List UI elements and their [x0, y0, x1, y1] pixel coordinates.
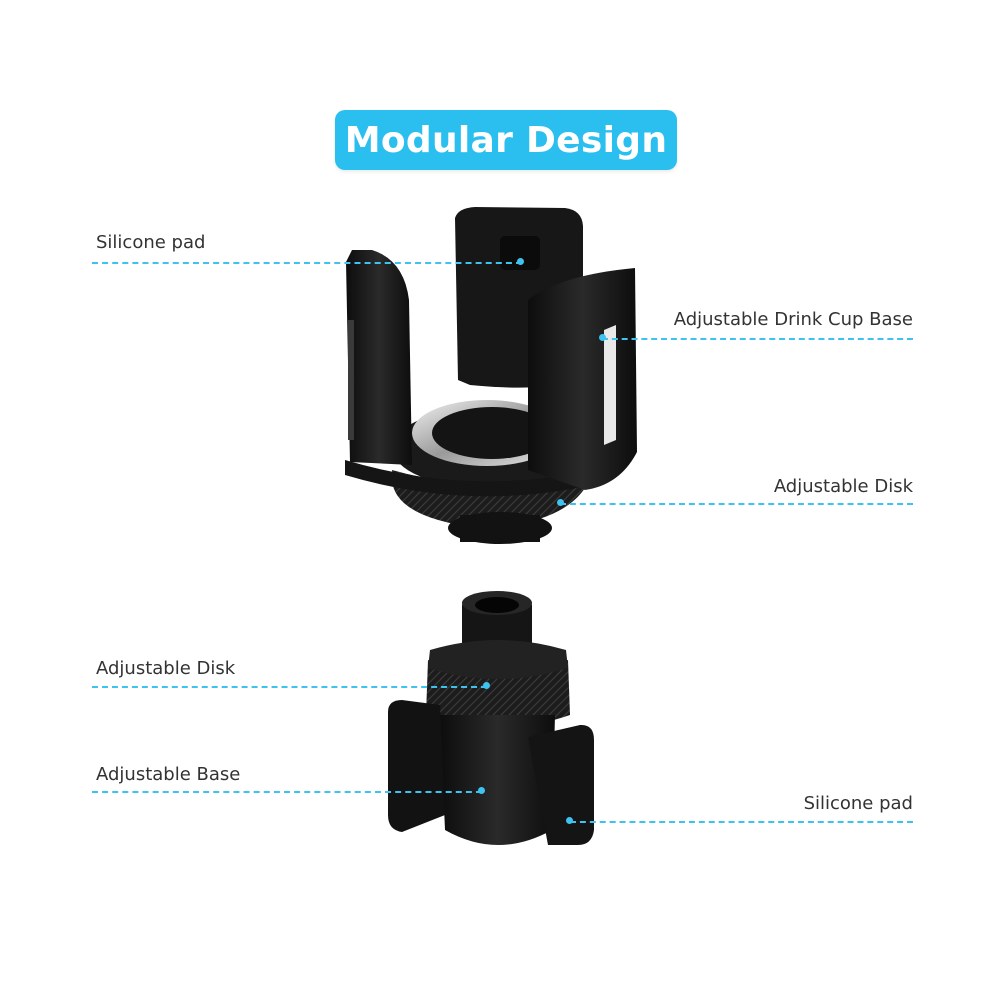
- marker-dot-bottom-adjustable-disk: [483, 682, 490, 689]
- right-arm: [528, 268, 637, 490]
- marker-dot-drink-cup-base: [599, 334, 606, 341]
- callout-label-top-silicone-pad: Silicone pad: [96, 232, 206, 253]
- callout-label-bottom-adjustable-disk: Adjustable Disk: [96, 658, 236, 679]
- leader-line-bottom-silicone-pad: [570, 821, 913, 823]
- adjustable-disk-bottom: [426, 660, 570, 728]
- marker-dot-top-silicone-pad: [517, 258, 524, 265]
- leader-line-adjustable-base: [92, 791, 482, 793]
- silicone-pad-top: [500, 236, 540, 270]
- callout-label-top-adjustable-disk: Adjustable Disk: [773, 476, 913, 497]
- cup-holder-bottom-module: [388, 591, 594, 845]
- leader-line-top-adjustable-disk: [560, 503, 913, 505]
- title-banner: Modular Design: [335, 110, 677, 170]
- callout-label-adjustable-base: Adjustable Base: [96, 764, 241, 785]
- leader-line-top-silicone-pad: [92, 262, 522, 264]
- marker-dot-top-adjustable-disk: [557, 499, 564, 506]
- marker-dot-bottom-silicone-pad: [566, 817, 573, 824]
- callout-label-bottom-silicone-pad: Silicone pad: [803, 793, 913, 814]
- adjustable-base: [440, 715, 555, 845]
- silicone-pad-bottom: [528, 724, 594, 845]
- callout-label-drink-cup-base: Adjustable Drink Cup Base: [673, 309, 913, 330]
- left-arm: [346, 250, 412, 465]
- marker-dot-adjustable-base: [478, 787, 485, 794]
- leader-line-bottom-adjustable-disk: [92, 686, 487, 688]
- banner-title: Modular Design: [344, 119, 668, 161]
- leader-line-drink-cup-base: [602, 338, 913, 340]
